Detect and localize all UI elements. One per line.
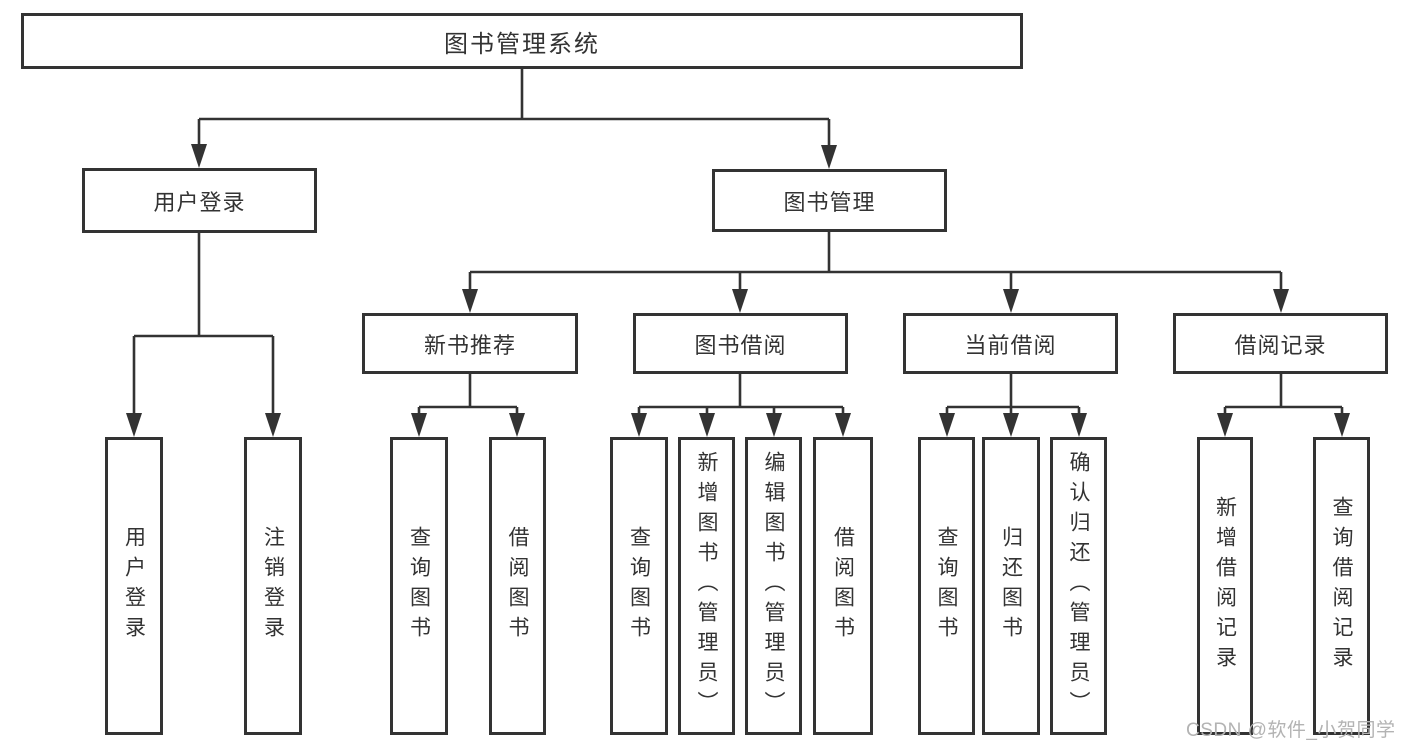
leaf-bb-add-book-admin-label: 新增图书（管理员） [695,451,718,721]
node-new-book-recommend-label: 新书推荐 [423,332,516,358]
arrowheads [126,144,1350,437]
node-book-management: 图书管理 [712,169,947,232]
leaf-nbr-borrow-book: 借阅图书 [489,437,546,735]
node-root-library-management-system: 图书管理系统 [21,13,1023,69]
node-current-borrow-label: 当前借阅 [964,332,1057,358]
csdn-watermark: CSDN @软件_小贺同学 [1186,720,1396,741]
node-borrow-record: 借阅记录 [1173,313,1388,374]
leaf-nbr-query-book: 查询图书 [390,437,448,735]
leaf-cb-confirm-return-admin: 确认归还（管理员） [1050,437,1107,735]
leaf-cb-query-book-label: 查询图书 [935,526,958,646]
leaf-br-query-borrow-record: 查询借阅记录 [1313,437,1370,735]
node-current-borrow: 当前借阅 [903,313,1118,374]
node-book-management-label: 图书管理 [783,189,876,215]
leaf-bb-edit-book-admin-label: 编辑图书（管理员） [762,451,785,721]
leaf-bb-query-book: 查询图书 [610,437,668,735]
leaf-cb-return-book-label: 归还图书 [999,526,1023,646]
node-user-login-label: 用户登录 [153,189,246,215]
leaf-bb-borrow-book-label: 借阅图书 [831,526,855,646]
leaf-bb-edit-book-admin: 编辑图书（管理员） [745,437,802,735]
leaf-br-add-borrow-record-label: 新增借阅记录 [1213,496,1237,676]
leaf-nbr-borrow-book-label: 借阅图书 [506,526,529,646]
leaf-cb-query-book: 查询图书 [918,437,975,735]
node-new-book-recommend: 新书推荐 [362,313,578,374]
node-root-label: 图书管理系统 [444,30,600,58]
leaf-logout-login-label: 注销登录 [261,526,285,646]
node-book-borrow: 图书借阅 [633,313,848,374]
leaf-bb-query-book-label: 查询图书 [627,526,651,646]
leaf-br-add-borrow-record: 新增借阅记录 [1197,437,1253,735]
leaf-logout-login: 注销登录 [244,437,302,735]
leaf-nbr-query-book-label: 查询图书 [407,526,431,646]
node-book-borrow-label: 图书借阅 [694,332,787,358]
leaf-cb-return-book: 归还图书 [982,437,1040,735]
leaf-user-login-label: 用户登录 [122,526,146,646]
leaf-bb-add-book-admin: 新增图书（管理员） [678,437,735,735]
leaf-cb-confirm-return-admin-label: 确认归还（管理员） [1067,451,1090,721]
leaf-user-login: 用户登录 [105,437,163,735]
node-user-login: 用户登录 [82,168,317,233]
leaf-bb-borrow-book: 借阅图书 [813,437,873,735]
node-borrow-record-label: 借阅记录 [1234,332,1327,358]
leaf-br-query-borrow-record-label: 查询借阅记录 [1330,496,1353,676]
